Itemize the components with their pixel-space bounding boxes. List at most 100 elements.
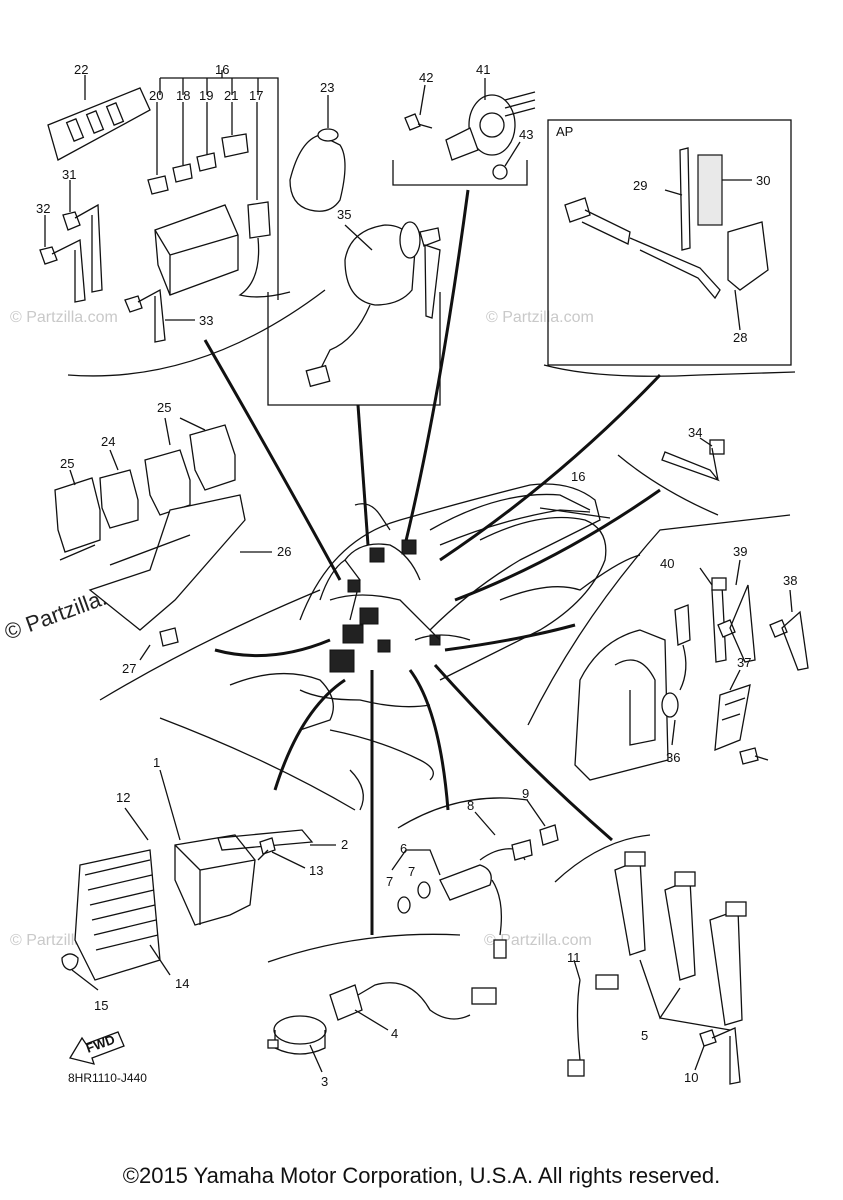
callout-5: 5 — [641, 1028, 648, 1043]
harness-connector — [329, 649, 355, 673]
frame-ap-inset — [547, 119, 792, 366]
callout-22: 22 — [74, 62, 88, 77]
watermark-text: © Partzilla.com — [484, 932, 592, 949]
callout-8: 8 — [467, 798, 474, 813]
hull-outline — [429, 493, 591, 531]
callout-25: 25 — [157, 400, 171, 415]
leader-line — [454, 488, 661, 602]
callout-4: 4 — [391, 1026, 398, 1041]
callout-21: 21 — [224, 88, 238, 103]
watermark-text: © Partzilla.com — [486, 309, 594, 326]
part-24-27-relays — [54, 417, 272, 661]
callout-34: 34 — [688, 425, 702, 440]
callout-29: 29 — [633, 178, 647, 193]
harness-wire — [439, 509, 591, 546]
part-6-9-speed-sensor — [391, 799, 559, 959]
callout-15: 15 — [94, 998, 108, 1013]
leader-line — [403, 189, 470, 546]
frame-main-switch — [267, 292, 441, 406]
callout-39: 39 — [733, 544, 747, 559]
harness-wire — [329, 594, 441, 641]
frame-coils — [554, 834, 651, 883]
hull-outline — [299, 483, 601, 631]
callout-17: 17 — [249, 88, 263, 103]
watermark-text: © Partzilla.com — [10, 309, 118, 326]
callout-31: 31 — [62, 167, 76, 182]
callout-7a: 7 — [386, 874, 393, 889]
callout-40: 40 — [660, 556, 674, 571]
hull-outline — [329, 729, 434, 781]
harness-connector — [369, 547, 385, 563]
diagram-code: 8HR1110-J440 — [68, 1071, 147, 1085]
callout-19: 19 — [199, 88, 213, 103]
part-5-10-11-coils — [567, 851, 747, 1085]
frame-buzzer — [392, 160, 528, 186]
leader-line — [408, 669, 450, 811]
callout-36: 36 — [666, 750, 680, 765]
part-16-fuse-box — [147, 70, 291, 300]
part-34-band — [661, 437, 725, 482]
copyright-text: ©2015 Yamaha Motor Corporation, U.S.A. A… — [122, 1163, 721, 1188]
hull-outline — [299, 689, 431, 708]
callout-38: 38 — [783, 573, 797, 588]
hull-outline — [499, 554, 641, 601]
harness-connector — [401, 539, 417, 555]
hull-outline — [229, 672, 334, 731]
frame-fuse-box — [67, 289, 326, 377]
part-28-29-30-inset — [564, 147, 769, 331]
part-22-cover — [47, 75, 151, 161]
callout-16b: 16 — [571, 469, 585, 484]
callout-33: 33 — [199, 313, 213, 328]
part-41-42-43 — [404, 78, 536, 180]
callout-2: 2 — [341, 837, 348, 852]
callout-37: 37 — [737, 655, 751, 670]
callout-3: 3 — [321, 1074, 328, 1089]
callout-30: 30 — [756, 173, 770, 188]
harness-connector — [359, 607, 379, 625]
callout-28: 28 — [733, 330, 747, 345]
leader-line — [433, 663, 613, 842]
hull-outline — [439, 516, 607, 681]
frame-pressure — [267, 933, 461, 963]
harness-connector — [342, 624, 364, 644]
leader-line — [203, 339, 342, 581]
callout-23: 23 — [320, 80, 334, 95]
callout-1: 1 — [153, 755, 160, 770]
callout-41: 41 — [476, 62, 490, 77]
leader-line — [214, 638, 331, 658]
inset-ap-label: AP — [556, 124, 573, 139]
frame-ecu — [159, 717, 356, 811]
callout-10: 10 — [684, 1070, 698, 1085]
frame-ap-bottom — [543, 364, 796, 377]
callout-42: 42 — [419, 70, 433, 85]
callout-43: 43 — [519, 127, 533, 142]
frame-cable — [397, 797, 529, 829]
callout-13: 13 — [309, 863, 323, 878]
frame-band-34 — [617, 454, 719, 516]
callout-14: 14 — [175, 976, 189, 991]
group-frames — [67, 119, 796, 963]
callout-24: 24 — [101, 434, 115, 449]
part-36-40-sensor — [574, 559, 809, 781]
callout-7b: 7 — [408, 864, 415, 879]
callout-11: 11 — [567, 950, 581, 965]
callout-35: 35 — [337, 207, 351, 222]
frame-relays — [99, 589, 321, 701]
part-1-15-ecu-rectifier — [61, 769, 336, 991]
leader-lines — [203, 189, 662, 935]
callout-25b: 25 — [60, 456, 74, 471]
callout-6: 6 — [400, 841, 407, 856]
callout-26: 26 — [277, 544, 291, 559]
leader-line — [439, 373, 662, 562]
hull-outline — [349, 769, 364, 811]
callout-20: 20 — [149, 88, 163, 103]
hull-outline — [539, 507, 611, 519]
part-31-32-33-bands — [39, 180, 195, 343]
frame-sensor — [527, 514, 791, 726]
callout-9: 9 — [522, 786, 529, 801]
leader-line — [273, 678, 346, 791]
part-35-main-switch — [305, 221, 441, 388]
callout-32: 32 — [36, 201, 50, 216]
callout-18: 18 — [176, 88, 190, 103]
